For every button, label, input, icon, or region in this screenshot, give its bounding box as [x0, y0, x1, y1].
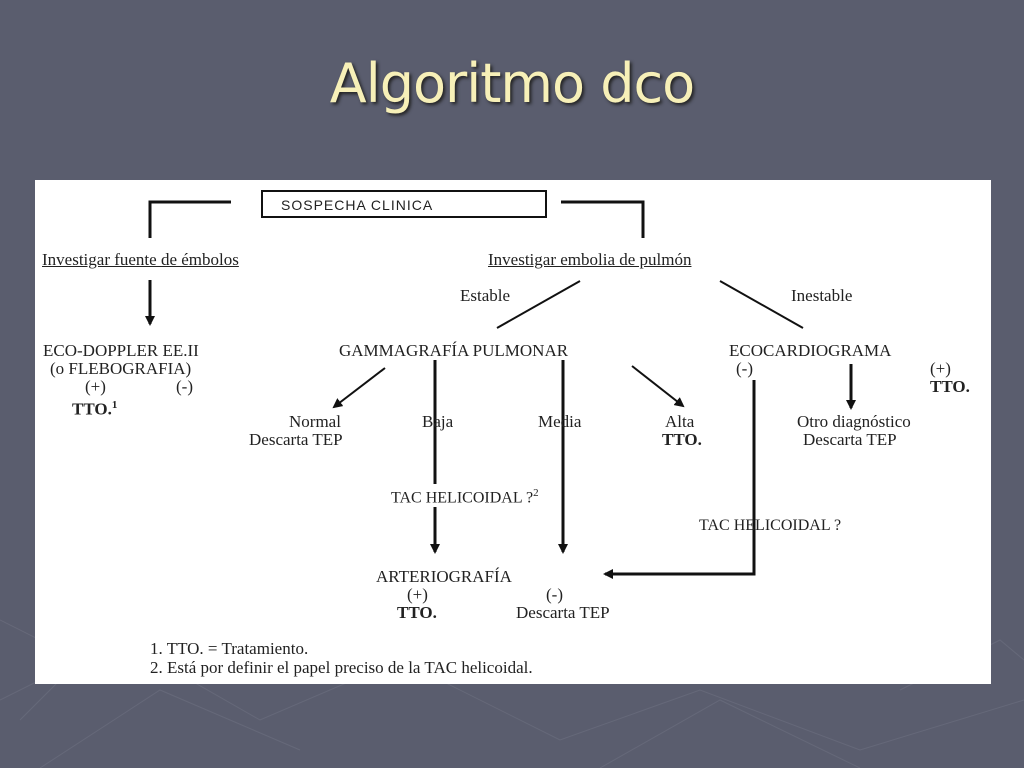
bracket-left [148, 200, 231, 238]
arteriografia-descarta: Descarta TEP [516, 603, 610, 622]
ecocardiograma-label: ECOCARDIOGRAMA [729, 341, 892, 360]
ecocardiograma-negative: (-) [736, 359, 753, 378]
root-node: SOSPECHA CLINICA [281, 197, 434, 213]
diagnostic-algorithm-figure: SOSPECHA CLINICA Investigar fuente de ém… [35, 180, 991, 684]
slide-title: Algoritmo dco [329, 52, 695, 115]
otro-diagnostico: Otro diagnóstico [797, 412, 911, 431]
footnote-1: 1. TTO. = Tratamiento. [150, 639, 309, 658]
unstable-label: Inestable [791, 286, 853, 305]
result-normal: Normal [289, 412, 341, 431]
arteriografia-negative: (-) [546, 585, 563, 604]
flebografia-label: (o FLEBOGRAFIA) [50, 359, 192, 378]
gammagrafia-label: GAMMAGRAFÍA PULMONAR [339, 341, 569, 360]
footnote-2: 2. Está por definir el papel preciso de … [150, 658, 533, 677]
ecocardiograma-tto: TTO. [930, 377, 970, 396]
result-normal-descarta: Descarta TEP [249, 430, 343, 449]
line-inestable [719, 280, 804, 329]
result-media: Media [538, 412, 582, 431]
eco-doppler-tto: TTO.1 [72, 399, 118, 419]
left-branch-label: Investigar fuente de émbolos [42, 250, 239, 269]
otro-diagnostico-descarta: Descarta TEP [803, 430, 897, 449]
bracket-right [561, 200, 645, 238]
tac-helicoidal-1: TAC HELICOIDAL ?2 [389, 484, 541, 508]
right-branch-label: Investigar embolia de pulmón [488, 250, 692, 269]
eco-doppler-negative: (-) [176, 377, 193, 396]
arteriografia-label: ARTERIOGRAFÍA [376, 567, 512, 586]
arteriografia-tto: TTO. [397, 603, 437, 622]
line-eco-negative [603, 380, 756, 579]
ecocardiograma-positive: (+) [930, 359, 951, 378]
eco-doppler-label: ECO-DOPPLER EE.II [43, 341, 199, 360]
arteriografia-positive: (+) [407, 585, 428, 604]
root-box [261, 190, 547, 218]
eco-doppler-positive: (+) [85, 377, 106, 396]
stable-label: Estable [460, 286, 511, 305]
result-baja: Baja [422, 412, 454, 431]
tac-helicoidal-2: TAC HELICOIDAL ? [699, 517, 842, 534]
line-estable [496, 280, 581, 329]
result-alta-tto: TTO. [662, 430, 702, 449]
result-alta: Alta [665, 412, 695, 431]
arrow-to-alta [631, 365, 685, 408]
arrow-to-normal [332, 367, 386, 409]
flowchart-connectors [145, 200, 856, 579]
